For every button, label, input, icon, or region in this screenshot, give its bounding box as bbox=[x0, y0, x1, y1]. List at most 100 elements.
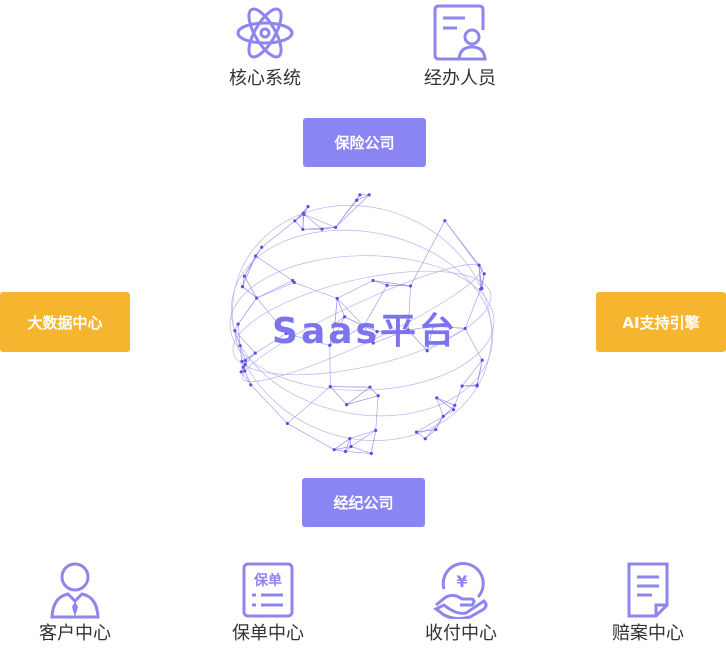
network-link bbox=[464, 288, 481, 329]
network-link bbox=[376, 329, 409, 332]
network-node bbox=[463, 326, 467, 331]
saas-platform-title: Saas平台 bbox=[272, 311, 458, 352]
network-link bbox=[294, 282, 338, 299]
network-link bbox=[255, 255, 293, 281]
network-link bbox=[407, 285, 411, 331]
network-link bbox=[425, 416, 444, 439]
network-node bbox=[293, 219, 297, 223]
network-node bbox=[241, 365, 245, 369]
network-node bbox=[355, 198, 359, 202]
network-node bbox=[406, 328, 410, 332]
network-link bbox=[287, 386, 331, 424]
network-node bbox=[343, 449, 348, 454]
network-node bbox=[435, 396, 439, 400]
network-link bbox=[408, 325, 434, 331]
network-node bbox=[375, 329, 379, 334]
network-link bbox=[255, 333, 287, 354]
network-link bbox=[349, 430, 376, 439]
network-node bbox=[253, 254, 258, 258]
network-link bbox=[373, 280, 411, 287]
network-link bbox=[240, 371, 252, 386]
globe-arc bbox=[230, 229, 494, 417]
network-link bbox=[481, 273, 485, 289]
operator-label: 经办人员 bbox=[424, 68, 496, 89]
ai-engine-box: AI支持引擎 bbox=[596, 292, 726, 352]
insurance-company-box: 保险公司 bbox=[303, 118, 426, 167]
network-link bbox=[372, 331, 378, 344]
network-link bbox=[256, 297, 287, 334]
network-node bbox=[367, 193, 371, 197]
claim-center-label: 赔案中心 bbox=[612, 623, 684, 644]
network-link bbox=[345, 451, 372, 454]
network-link bbox=[256, 282, 295, 299]
operator-node: 经办人员 bbox=[410, 2, 510, 90]
network-node bbox=[328, 343, 332, 347]
network-link bbox=[356, 194, 370, 201]
network-link bbox=[478, 264, 485, 275]
network-link bbox=[462, 384, 478, 387]
network-node bbox=[453, 403, 457, 407]
network-link bbox=[346, 386, 371, 405]
network-link bbox=[345, 438, 351, 452]
network-link bbox=[369, 386, 379, 396]
network-node bbox=[332, 448, 336, 452]
network-node bbox=[260, 245, 264, 249]
network-link bbox=[234, 330, 256, 354]
network-node bbox=[371, 341, 375, 345]
network-link bbox=[443, 409, 454, 417]
network-link bbox=[234, 330, 241, 346]
network-node bbox=[301, 227, 305, 231]
network-node bbox=[451, 408, 456, 412]
network-link bbox=[363, 325, 374, 344]
globe-arc bbox=[229, 255, 495, 391]
network-link bbox=[416, 429, 436, 433]
big-data-center-box: 大数据中心 bbox=[0, 292, 130, 352]
network-link bbox=[250, 384, 288, 424]
network-link bbox=[375, 395, 379, 431]
network-link bbox=[303, 214, 323, 230]
network-link bbox=[454, 385, 463, 406]
network-node bbox=[285, 421, 289, 426]
customer-center-label: 客户中心 bbox=[39, 623, 111, 644]
network-node bbox=[306, 205, 310, 209]
network-link bbox=[350, 446, 372, 454]
network-node bbox=[374, 428, 378, 432]
policy-center-label: 保单中心 bbox=[232, 623, 304, 644]
network-link bbox=[336, 298, 365, 327]
network-link bbox=[436, 397, 444, 417]
network-link bbox=[287, 423, 335, 450]
network-node bbox=[443, 219, 447, 223]
network-link bbox=[333, 438, 350, 450]
network-node bbox=[425, 349, 429, 353]
network-link bbox=[373, 329, 409, 344]
network-link bbox=[245, 352, 256, 365]
network-link bbox=[335, 194, 370, 228]
network-node bbox=[434, 427, 438, 432]
network-link bbox=[286, 333, 330, 346]
globe-arc bbox=[232, 205, 492, 441]
network-link bbox=[346, 395, 379, 405]
network-node bbox=[333, 225, 338, 229]
network-link bbox=[334, 449, 346, 452]
network-node bbox=[358, 193, 362, 197]
network-link bbox=[244, 275, 257, 299]
network-link bbox=[371, 430, 376, 454]
network-link bbox=[242, 276, 245, 287]
network-node bbox=[243, 358, 248, 363]
payment-icon-text: ¥ bbox=[456, 572, 467, 591]
brokerage-company-box: 经纪公司 bbox=[302, 478, 425, 527]
atom-icon bbox=[236, 7, 294, 59]
network-node bbox=[291, 278, 295, 283]
network-link bbox=[436, 397, 454, 411]
network-node bbox=[320, 227, 324, 231]
network-node bbox=[328, 384, 332, 389]
network-node bbox=[475, 384, 479, 388]
network-node bbox=[371, 278, 375, 283]
network-link bbox=[294, 206, 309, 222]
network-link bbox=[363, 325, 378, 332]
network-node bbox=[368, 385, 372, 389]
network-link bbox=[303, 214, 336, 228]
network-link bbox=[330, 386, 370, 388]
payment-center-node: ¥ 收付中心 bbox=[411, 561, 511, 645]
customer-icon bbox=[50, 562, 100, 619]
